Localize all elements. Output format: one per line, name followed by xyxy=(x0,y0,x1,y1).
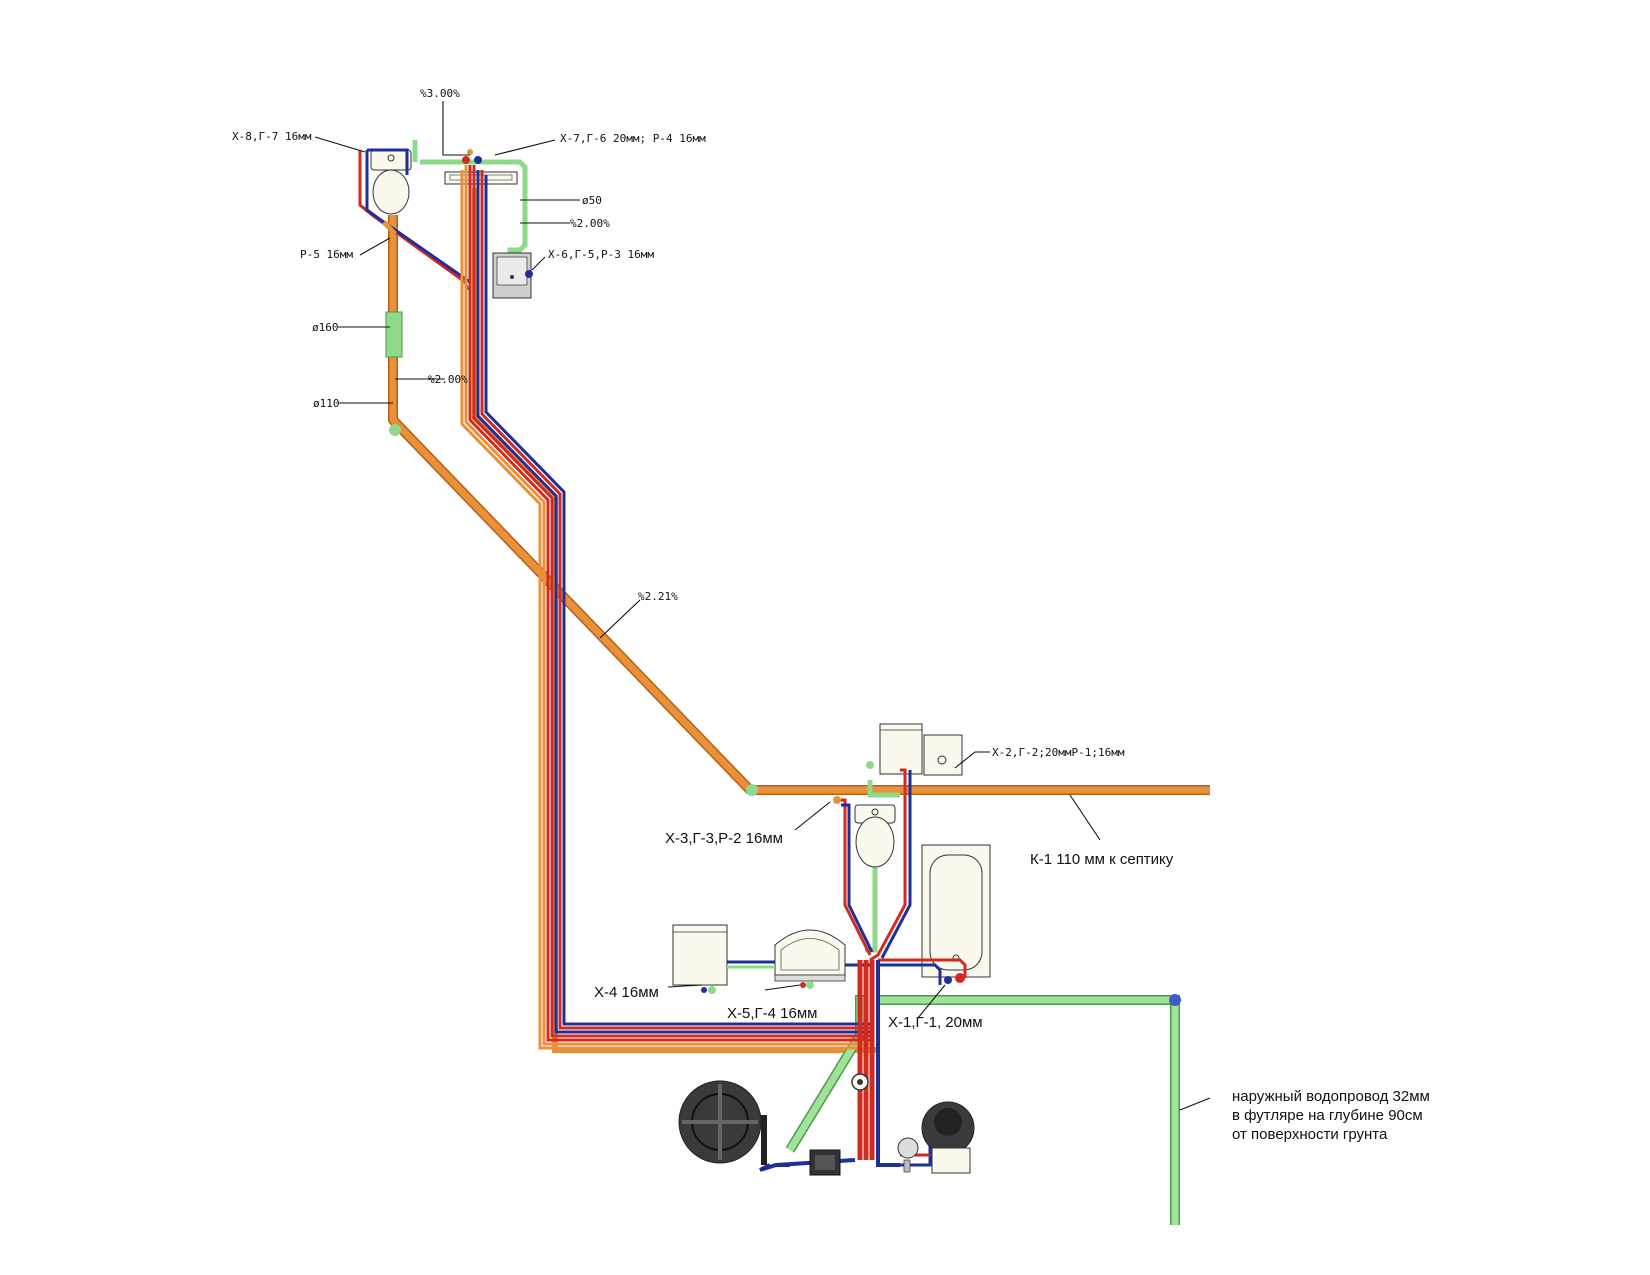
label-external-line2: в футляре на глубине 90см xyxy=(1232,1107,1423,1124)
connection-fittings xyxy=(701,761,965,994)
wc-top-left xyxy=(370,149,412,215)
label-d110: ø110 xyxy=(313,397,340,410)
septic-tank-round xyxy=(678,1080,767,1165)
label-slope-2-a: %2.00% xyxy=(570,217,610,230)
label-k1: К-1 110 мм к септику xyxy=(1030,851,1174,868)
label-x3-g3-r2: Х-3,Г-3,Р-2 16мм xyxy=(665,830,783,847)
supply-pipes-top-left xyxy=(358,148,471,291)
label-slope-3: %3.00% xyxy=(420,87,460,100)
pipe-bundle-riser xyxy=(460,165,870,1050)
label-x7-g6-r4: Х-7,Г-6 20мм; Р-4 16мм xyxy=(560,132,706,145)
supply-pipes-bottom xyxy=(727,768,967,1172)
pressure-tank xyxy=(921,1101,975,1174)
sewer-elbow-bottom xyxy=(746,784,758,796)
sink-bottom xyxy=(774,929,846,982)
wc-bottom xyxy=(854,804,896,868)
bathtub xyxy=(921,844,991,978)
label-x1-g1: Х-1,Г-1, 20мм xyxy=(888,1014,983,1031)
annotation-leaders xyxy=(314,101,1211,1111)
sewer-vertical-riser xyxy=(472,188,880,1053)
label-external-line1: наружный водопровод 32мм xyxy=(1232,1088,1430,1105)
top-valve-group xyxy=(462,149,482,164)
label-slope-221: %2.21% xyxy=(638,590,678,603)
pump-unit xyxy=(809,1149,841,1176)
label-r5: Р-5 16мм xyxy=(300,248,353,261)
label-x4: Х-4 16мм xyxy=(594,984,659,1001)
label-x8-g7: Х-8,Г-7 16мм xyxy=(232,130,312,143)
washing-machine-top xyxy=(879,723,923,775)
label-d160: ø160 xyxy=(312,321,339,334)
label-slope-2-b: %2.00% xyxy=(428,373,468,386)
outdoor-water-main xyxy=(880,994,1181,1225)
boiler-unit xyxy=(923,734,963,776)
valve-handle xyxy=(897,1137,919,1173)
sink-top xyxy=(492,252,533,299)
label-external-line3: от поверхности грунта xyxy=(1232,1126,1388,1143)
label-d50: ø50 xyxy=(582,194,602,207)
label-x5-g4: Х-5,Г-4 16мм xyxy=(727,1005,817,1022)
sewer-elbow xyxy=(389,424,401,436)
label-x2-g2-r1: Х-2,Г-2;20ммР-1;16мм xyxy=(992,746,1125,759)
vent-pipe-top xyxy=(412,140,528,265)
label-x6-g5-r3: Х-6,Г-5,Р-3 16мм xyxy=(548,248,654,261)
washing-machine-left xyxy=(672,924,728,986)
sewer-main-line xyxy=(388,215,1210,795)
sewer-coupling-d160 xyxy=(385,311,403,358)
filter-valve xyxy=(851,1073,869,1091)
